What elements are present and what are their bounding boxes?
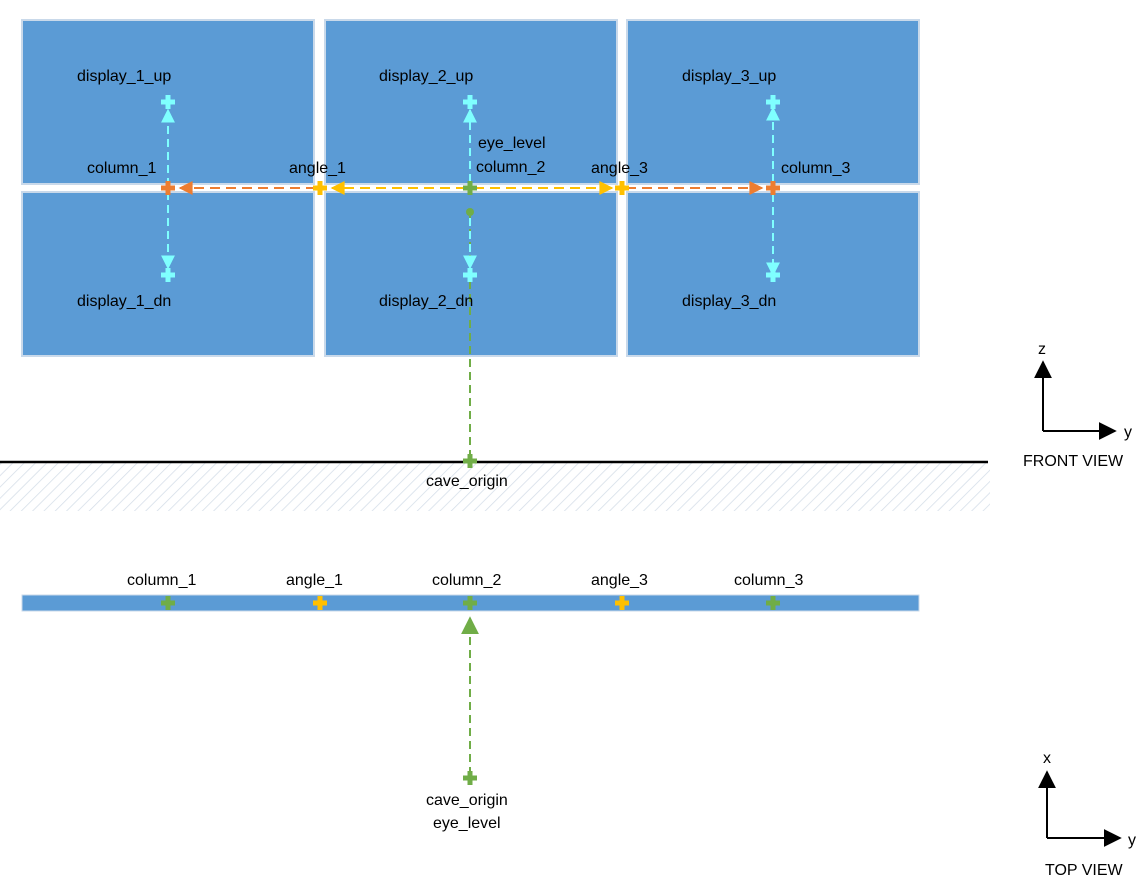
- top-column-1-label: column_1: [127, 572, 196, 589]
- display-3-dn-label: display_3_dn: [682, 293, 776, 310]
- column-2-label: column_2: [476, 159, 545, 176]
- front-axis-z-label: z: [1038, 341, 1046, 358]
- display-2-dn-label: display_2_dn: [379, 293, 473, 310]
- display-3-dn-plus-icon: [766, 268, 780, 282]
- angle-1-label: angle_1: [289, 160, 346, 177]
- top-axis-x-label: x: [1043, 750, 1051, 767]
- top-angle-1-plus-icon: [313, 596, 327, 610]
- cave-origin-plus-icon: [463, 454, 477, 468]
- front-view: display_1_up display_2_up display_3_up c…: [0, 19, 1132, 511]
- top-column-3-plus-icon: [766, 596, 780, 610]
- display-1-dn-label: display_1_dn: [77, 293, 171, 310]
- top-angle-3-plus-icon: [615, 596, 629, 610]
- front-view-caption: FRONT VIEW: [1023, 453, 1124, 470]
- top-view-axes: x y TOP VIEW: [1038, 750, 1136, 879]
- front-view-axes: z y FRONT VIEW: [1023, 341, 1132, 470]
- top-column-1-plus-icon: [161, 596, 175, 610]
- column-1-label: column_1: [87, 160, 156, 177]
- top-angle-3-label: angle_3: [591, 572, 648, 589]
- angle-3-plus-icon: [615, 181, 629, 195]
- display-2-dn-plus-icon: [463, 268, 477, 282]
- display-1-dn-plus-icon: [161, 268, 175, 282]
- front-axis-y-label: y: [1124, 424, 1132, 441]
- display-1-up-label: display_1_up: [77, 68, 171, 85]
- floor-hatch: [0, 463, 990, 511]
- column-1-plus-icon: [161, 181, 175, 195]
- display-2-up-label: display_2_up: [379, 68, 473, 85]
- top-eye-level-label: eye_level: [433, 815, 501, 832]
- top-angle-1-label: angle_1: [286, 572, 343, 589]
- eye-level-dot: [466, 208, 474, 216]
- top-column-2-label: column_2: [432, 572, 501, 589]
- angle-1-plus-icon: [313, 181, 327, 195]
- column-3-plus-icon: [766, 181, 780, 195]
- angle-3-label: angle_3: [591, 160, 648, 177]
- display-2-up-plus-icon: [463, 95, 477, 109]
- column-3-label: column_3: [781, 160, 850, 177]
- top-axis-y-label: y: [1128, 832, 1136, 849]
- top-cave-origin-label: cave_origin: [426, 792, 508, 809]
- eye-level-label: eye_level: [478, 135, 546, 152]
- display-3-up-label: display_3_up: [682, 68, 776, 85]
- top-column-3-label: column_3: [734, 572, 803, 589]
- cave-origin-label: cave_origin: [426, 473, 508, 490]
- column-2-plus-icon: [463, 181, 477, 195]
- top-cave-origin-plus-icon: [463, 771, 477, 785]
- display-1-up-plus-icon: [161, 95, 175, 109]
- top-view-caption: TOP VIEW: [1045, 862, 1124, 879]
- top-column-2-plus-icon: [463, 596, 477, 610]
- display-3-up-plus-icon: [766, 95, 780, 109]
- top-view: column_1 angle_1 column_2 angle_3 column…: [21, 572, 1136, 879]
